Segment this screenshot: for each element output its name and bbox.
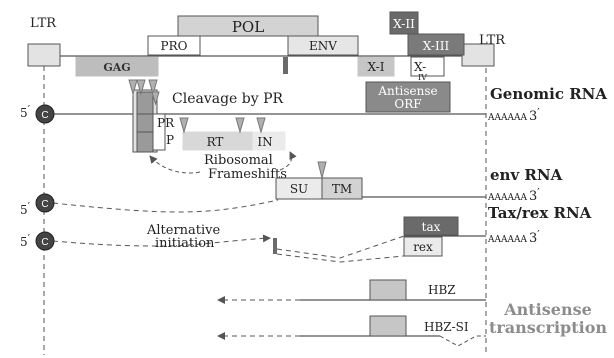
alternative-label: Alternative	[146, 223, 221, 238]
rex-label: rex	[413, 240, 433, 254]
pro-label: PRO	[161, 39, 188, 53]
in-triangle	[256, 117, 266, 134]
initiation-label: initiation	[155, 236, 215, 251]
antisense-orf-label-1: Antisense	[377, 84, 437, 98]
ribosomal-label: Ribosomal	[204, 153, 273, 168]
x2-label: X-II	[393, 17, 415, 31]
env-label: ENV	[309, 39, 337, 53]
cap-genomic: C	[35, 104, 55, 124]
ltr-left-label: LTR	[30, 16, 57, 31]
su-label: SU	[290, 182, 308, 196]
svg-text:C: C	[41, 110, 48, 121]
antisense-label-1: Antisense	[503, 300, 592, 319]
antisense-orf-box	[365, 81, 451, 113]
tax-label: tax	[422, 220, 441, 234]
frameshift-arrow-right	[279, 151, 297, 171]
x4-label: X-	[414, 60, 426, 74]
env-start-mark	[283, 57, 288, 74]
rex-box	[403, 236, 443, 257]
antisense-orf-label-2: ORF	[394, 97, 421, 111]
genomic-rna-label: Genomic RNA	[490, 85, 607, 103]
x4-box	[410, 56, 445, 77]
cleavage-triangle-1	[128, 79, 138, 96]
x2-box	[389, 11, 419, 35]
ltr-left-box	[27, 43, 61, 67]
pol-label: POL	[232, 18, 264, 36]
cleavage-triangle-3	[148, 79, 158, 96]
x4-label-cut: IV	[418, 73, 427, 82]
antisense-label-2: transcription	[489, 318, 607, 337]
gag-box	[75, 56, 159, 77]
pro-box	[147, 35, 201, 56]
env-box	[287, 35, 359, 56]
alternative-initiation-mark	[273, 238, 277, 254]
taxrex-splice-2	[276, 235, 405, 259]
su-tm-cleavage-triangle	[317, 161, 327, 179]
tm-label: TM	[332, 182, 352, 196]
gag-cleavage-inner	[136, 91, 154, 153]
cleavage-triangle-4	[151, 91, 160, 106]
tm-box	[321, 177, 363, 200]
pol-box	[177, 15, 319, 37]
in-box	[252, 131, 286, 151]
pr-label-1: PR	[157, 116, 175, 130]
cap-taxrex: C	[35, 231, 55, 251]
five-prime-genomic: 5′	[20, 103, 31, 120]
pr-label-2: P	[166, 133, 174, 147]
x3-box	[407, 33, 465, 56]
rt-triangle-1	[179, 117, 189, 134]
svg-text:C: C	[41, 199, 48, 210]
svg-text:C: C	[41, 237, 48, 248]
hbzsi-splice	[439, 335, 486, 347]
pr-box	[152, 113, 166, 151]
taxrex-splice-1	[52, 234, 271, 247]
x1-label: X-I	[368, 60, 385, 74]
hbz-label: HBZ	[428, 283, 456, 297]
hbzsi-label: HBZ-SI	[424, 320, 469, 334]
hbzsi-box	[369, 315, 407, 337]
rt-label: RT	[207, 135, 224, 149]
frameshifts-label: Frameshifts	[208, 167, 287, 182]
cleavage-by-pr-label: Cleavage by PR	[172, 91, 284, 107]
hbz-box	[369, 279, 407, 301]
gag-label: GAG	[103, 61, 130, 74]
env-rna-label: env RNA	[490, 166, 563, 184]
ltr-right-label: LTR	[479, 33, 506, 48]
taxrex-rna-label: Tax/rex RNA	[488, 204, 592, 222]
five-prime-env: 5′	[20, 200, 31, 217]
tax-box	[403, 216, 459, 236]
in-label: IN	[257, 135, 272, 149]
five-prime-taxrex: 5′	[20, 232, 31, 249]
cleavage-triangle-2	[136, 79, 146, 96]
env-splice-dashed	[52, 199, 279, 213]
x1-box	[357, 56, 395, 77]
cap-env: C	[35, 193, 55, 213]
x3-label: X-III	[423, 39, 450, 53]
taxrex-splice-3	[276, 253, 405, 263]
rt-triangle-2	[235, 117, 245, 134]
frameshift-arrow-left	[149, 155, 201, 174]
